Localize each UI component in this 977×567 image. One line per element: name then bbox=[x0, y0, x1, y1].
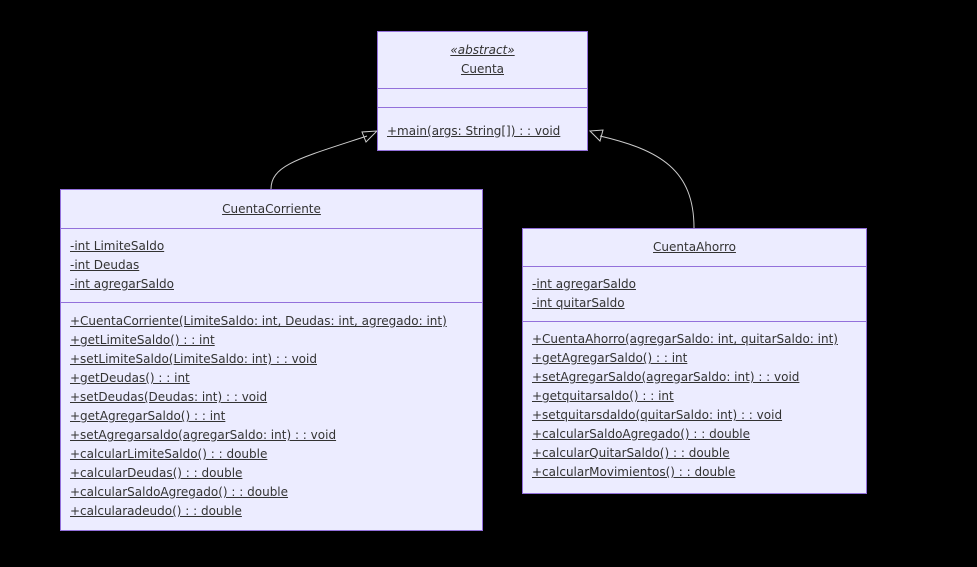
method-row: +getAgregarSaldo() : : int bbox=[532, 351, 688, 365]
class-cuentaahorro-header: CuentaAhorro bbox=[523, 229, 866, 267]
class-cuentacorriente-header: CuentaCorriente bbox=[61, 190, 482, 229]
method-row: +getLimiteSaldo() : : int bbox=[70, 333, 215, 347]
attribute-row: -int LimiteSaldo bbox=[70, 239, 165, 253]
class-cuenta-stereotype: «abstract» bbox=[450, 43, 515, 57]
attribute-row: -int Deudas bbox=[70, 258, 140, 272]
edge-arrowhead-corriente bbox=[361, 130, 379, 143]
edge-cuentacorriente-to-cuenta bbox=[270, 135, 368, 190]
edge-arrowhead-ahorro bbox=[588, 129, 604, 142]
class-cuentacorriente[interactable]: CuentaCorriente -int LimiteSaldo -int De… bbox=[60, 189, 483, 531]
method-row: +CuentaCorriente(LimiteSaldo: int, Deuda… bbox=[70, 314, 447, 328]
class-cuentaahorro-methods: +CuentaAhorro(agregarSaldo: int, quitarS… bbox=[523, 322, 866, 482]
method-row: +calcularDeudas() : : double bbox=[70, 466, 243, 480]
class-cuenta-methods: +main(args: String[]) : : void bbox=[378, 108, 587, 141]
class-cuentaahorro-attributes: -int agregarSaldo -int quitarSaldo bbox=[523, 267, 866, 322]
method-row: +main(args: String[]) : : void bbox=[387, 124, 561, 138]
class-cuentaahorro-name: CuentaAhorro bbox=[653, 240, 736, 254]
method-row: +getquitarsaldo() : : int bbox=[532, 389, 674, 403]
method-row: +setLimiteSaldo(LimiteSaldo: int) : : vo… bbox=[70, 352, 317, 366]
method-row: +CuentaAhorro(agregarSaldo: int, quitarS… bbox=[532, 332, 838, 346]
class-cuentaahorro[interactable]: CuentaAhorro -int agregarSaldo -int quit… bbox=[522, 228, 867, 494]
method-row: +calcularQuitarSaldo() : : double bbox=[532, 446, 730, 460]
attribute-row: -int quitarSaldo bbox=[532, 296, 625, 310]
method-row: +setquitarsdaldo(quitarSaldo: int) : : v… bbox=[532, 408, 783, 422]
class-cuenta-header: «abstract» Cuenta bbox=[378, 32, 587, 89]
method-row: +setAgregarsaldo(agregarSaldo: int) : : … bbox=[70, 428, 337, 442]
method-row: +calcularadeudo() : : double bbox=[70, 504, 242, 518]
class-cuenta[interactable]: «abstract» Cuenta +main(args: String[]) … bbox=[377, 31, 588, 151]
method-row: +setAgregarSaldo(agregarSaldo: int) : : … bbox=[532, 370, 800, 384]
attribute-row: -int agregarSaldo bbox=[532, 277, 636, 291]
method-row: +calcularMovimientos() : : double bbox=[532, 465, 736, 479]
edge-cuentaahorro-to-cuenta bbox=[599, 135, 695, 229]
method-row: +getDeudas() : : int bbox=[70, 371, 190, 385]
method-row: +calcularSaldoAgregado() : : double bbox=[532, 427, 751, 441]
method-row: +calcularLimiteSaldo() : : double bbox=[70, 447, 268, 461]
class-cuentacorriente-methods: +CuentaCorriente(LimiteSaldo: int, Deuda… bbox=[61, 303, 482, 521]
method-row: +setDeudas(Deudas: int) : : void bbox=[70, 390, 268, 404]
method-row: +getAgregarSaldo() : : int bbox=[70, 409, 226, 423]
class-cuenta-name: Cuenta bbox=[460, 62, 505, 76]
class-cuentacorriente-name: CuentaCorriente bbox=[222, 202, 321, 216]
method-row: +calcularSaldoAgregado() : : double bbox=[70, 485, 289, 499]
attribute-row: -int agregarSaldo bbox=[70, 277, 174, 291]
class-cuentacorriente-attributes: -int LimiteSaldo -int Deudas -int agrega… bbox=[61, 229, 482, 303]
class-cuenta-attributes bbox=[378, 89, 587, 108]
